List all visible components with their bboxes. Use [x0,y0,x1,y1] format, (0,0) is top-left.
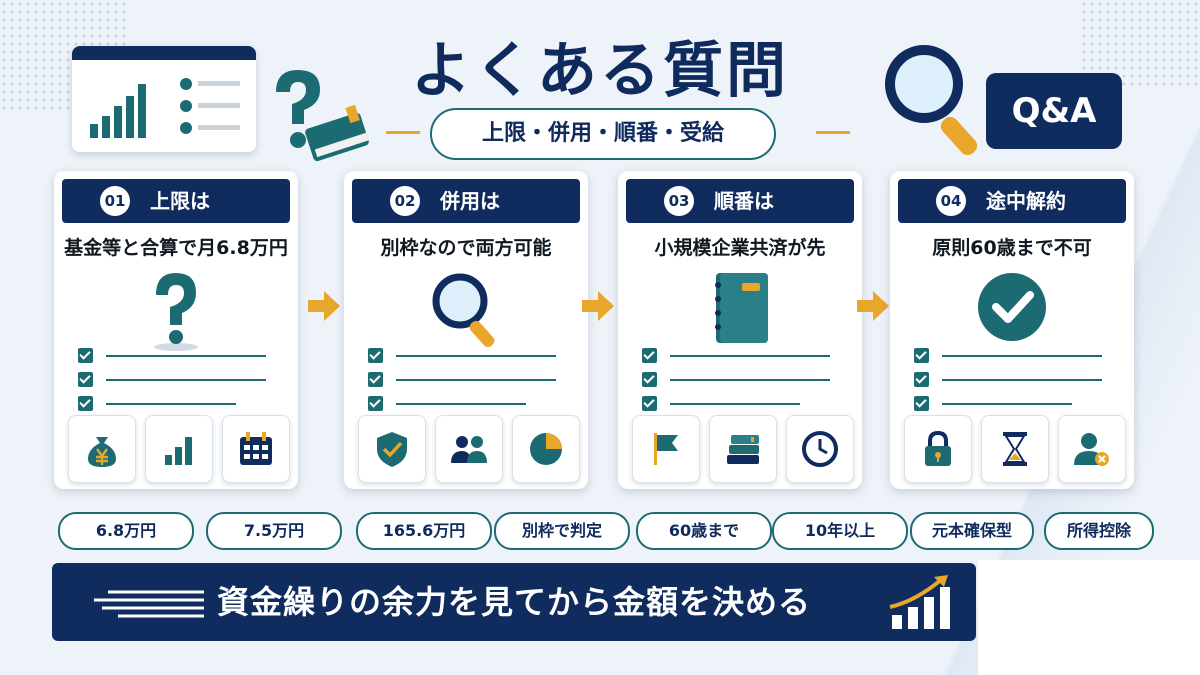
checklist [642,345,842,417]
card-number: 01 [100,186,130,216]
faq-card-limit: 01 上限は 基金等と合算で月6.8万円 [54,171,298,489]
pie-chart-icon [512,415,580,483]
checkbox-icon [642,348,657,363]
faq-card-order: 03 順番は 小規模企業共済が先 [618,171,862,489]
footer-message: 資金繰りの余力を見てから金額を決める [216,583,811,621]
dashboard-illustration [72,46,256,152]
subtitle-dash [816,131,850,134]
user-cancel-icon [1058,415,1126,483]
card-number: 03 [664,186,694,216]
checkbox-icon [914,396,929,411]
books-icon [709,415,777,483]
checkbox-icon [78,348,93,363]
qa-badge: Q&A [986,73,1122,149]
yen-money-bag-icon [68,415,136,483]
keyword-pill: 7.5万円 [206,512,342,550]
footer-banner: 資金繰りの余力を見てから金額を決める [52,563,976,641]
footer-side-panel [978,560,1200,675]
keyword-pill: 10年以上 [772,512,908,550]
checklist [368,345,568,417]
card-title: 上限は [150,189,210,213]
bar-chart-icon [145,415,213,483]
checkbox-icon [368,396,383,411]
keyword-pill: 60歳まで [636,512,772,550]
card-number: 02 [390,186,420,216]
card-answer: 基金等と合算で月6.8万円 [64,237,288,259]
card-header: 02 併用は [352,179,580,223]
keyword-pill: 6.8万円 [58,512,194,550]
notebook-icon [715,273,768,343]
people-icon [435,415,503,483]
subtitle-pill: 上限・併用・順番・受給 [430,108,776,160]
magnifier-icon [432,273,495,348]
flag-icon [632,415,700,483]
arrow-right-icon [582,291,614,321]
checkbox-icon [368,348,383,363]
question-mark-icon [154,273,198,351]
checkbox-icon [642,372,657,387]
checklist [78,345,278,417]
growth-chart-icon [889,575,950,629]
arrow-right-icon [857,291,889,321]
check-circle-icon [978,273,1046,341]
keyword-pill: 所得控除 [1044,512,1154,550]
card-answer: 別枠なので両方可能 [380,237,552,259]
page-title: よくある質問 [411,36,789,106]
checkbox-icon [914,348,929,363]
card-header: 03 順番は [626,179,854,223]
clock-icon [786,415,854,483]
question-book-illustration [276,70,369,162]
card-title: 併用は [440,189,500,213]
checkbox-icon [78,372,93,387]
magnifier-icon [885,45,978,156]
checklist [914,345,1114,417]
card-number: 04 [936,186,966,216]
subtitle-dash [386,131,420,134]
checkbox-icon [914,372,929,387]
faq-card-early-cancellation: 04 途中解約 原則60歳まで不可 [890,171,1134,489]
card-title: 途中解約 [986,189,1066,213]
hourglass-icon [981,415,1049,483]
speed-lines-icon [94,590,204,618]
card-header: 01 上限は [62,179,290,223]
padlock-icon [904,415,972,483]
card-title: 順番は [714,189,774,213]
keyword-pill: 別枠で判定 [494,512,630,550]
keyword-pill: 165.6万円 [356,512,492,550]
faq-card-combined-use: 02 併用は 別枠なので両方可能 [344,171,588,489]
keyword-pill: 元本確保型 [910,512,1034,550]
checkbox-icon [368,372,383,387]
card-header: 04 途中解約 [898,179,1126,223]
card-answer: 小規模企業共済が先 [654,237,826,259]
calendar-icon [222,415,290,483]
shield-check-icon [358,415,426,483]
checkbox-icon [642,396,657,411]
card-answer: 原則60歳まで不可 [932,237,1092,259]
checkbox-icon [78,396,93,411]
arrow-right-icon [308,291,340,321]
